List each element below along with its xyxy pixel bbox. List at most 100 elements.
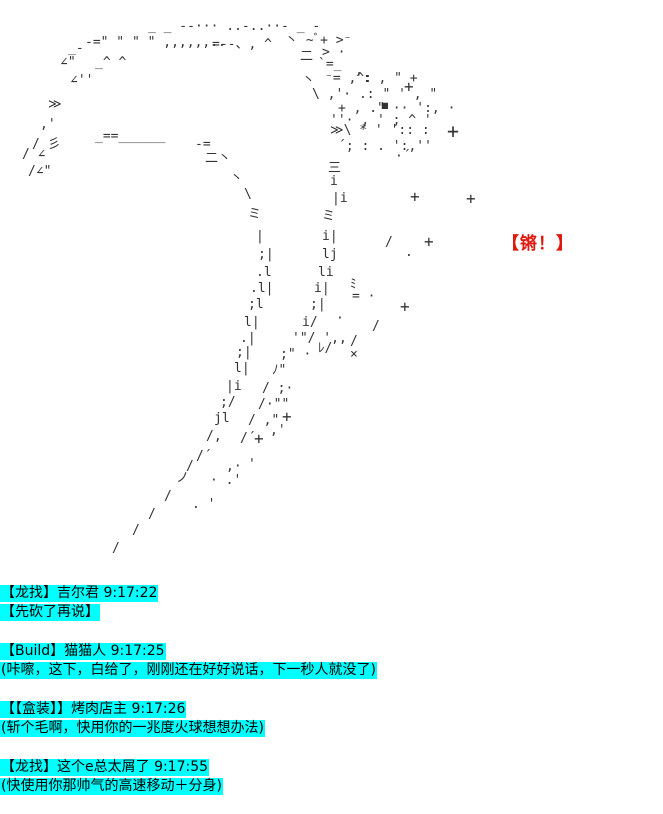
svg-text:': , " +: ': , " +	[355, 71, 418, 86]
svg-text:ミ: ミ	[322, 209, 335, 224]
svg-text:;|: ;|	[236, 345, 252, 360]
svg-text:i|: i|	[322, 229, 338, 244]
svg-text:,': ,'	[40, 117, 56, 132]
svg-text:/: /	[132, 523, 140, 538]
svg-text:×: ×	[350, 347, 358, 362]
svg-text:丶: 丶	[302, 73, 315, 88]
message-body: (快使用你那帅气的高速移动＋分身)	[0, 778, 223, 795]
svg-text:ﾐ: ﾐ	[350, 277, 357, 292]
svg-text:ノ: ノ	[176, 471, 189, 486]
svg-text:_ _ --··· ..-..··- _ ‐: _ _ --··· ..-..··- _ ‐	[148, 19, 320, 34]
svg-text:二丶: 二丶	[205, 151, 231, 166]
svg-text:/: /	[186, 459, 194, 474]
message-header: 【龙找】吉尔君 9:17:22	[0, 585, 159, 602]
svg-text:∠": ∠"	[60, 55, 76, 70]
svg-text:`=_: `=_	[318, 57, 342, 72]
svg-text:;|: ;|	[258, 247, 274, 262]
svg-text:,': ,'	[270, 423, 286, 438]
svg-text:-=" " " " ,,,,,,..: -=" " " " ,,,,,,..	[85, 35, 226, 50]
svg-text:;l: ;l	[248, 297, 264, 312]
svg-text:ミ: ミ	[248, 207, 261, 222]
svg-text:ﾉ": ﾉ"	[272, 363, 286, 378]
svg-text:+: +	[404, 77, 414, 96]
svg-text:/ 彡: / 彡	[32, 137, 61, 152]
svg-text:.: .	[405, 245, 413, 260]
svg-text:+: +	[424, 232, 434, 251]
svg-text:\ ,'· .: " ' , ": \ ,'· .: " ' , "	[312, 87, 437, 102]
svg-text:/·"": /·""	[258, 397, 289, 412]
svg-text:': '	[248, 457, 256, 472]
svg-text:=--、, ^: =--、, ^	[212, 37, 272, 52]
svg-text:> ·: > ·	[322, 45, 345, 60]
svg-text:li: li	[318, 265, 334, 280]
message-body: (咔嚓，这下，白给了，刚刚还在好好说话，下一秒人就没了)	[0, 662, 377, 679]
svg-text:l|: l|	[244, 315, 260, 330]
svg-text:/: /	[112, 541, 120, 556]
svg-text:|i: |i	[226, 379, 242, 394]
svg-text:+ , ." ·· ':, ·: + , ." ·· ':, ·	[338, 101, 455, 116]
svg-text:ﾚ/: ﾚ/	[318, 341, 332, 356]
svg-text:·: ·	[336, 311, 344, 326]
svg-text:.|: .|	[240, 331, 256, 346]
svg-text:/∠": /∠"	[28, 164, 51, 179]
svg-text:i/: i/	[302, 315, 318, 330]
sound-effect-text: 【锵！】	[502, 234, 574, 254]
svg-text:+: +	[254, 429, 264, 448]
svg-text:· .': · .'	[210, 473, 241, 488]
svg-text:/: /	[148, 507, 156, 522]
svg-text:/´: /´	[196, 449, 212, 464]
svg-text:|: |	[256, 229, 264, 244]
ascii-art-sword-slash: _ _ --··· ..-..··- _ ‐ -=" " " " ,,,,,,.…	[22, 19, 476, 556]
svg-text:jl: jl	[214, 411, 230, 426]
svg-text:l|: l|	[234, 361, 250, 376]
svg-text:/ ;·: / ;·	[262, 381, 293, 396]
message-header: 【龙找】这个e总太屑了 9:17:55	[0, 759, 210, 776]
svg-text:''· , ' ; ^ ': ''· , ' ; ^ '	[330, 113, 432, 128]
svg-text:/: /	[350, 334, 358, 349]
svg-text:_==______: _==______	[95, 129, 166, 144]
svg-text:/: /	[385, 235, 393, 250]
svg-text:;/: ;/	[220, 395, 236, 410]
svg-text:i: i	[330, 174, 338, 189]
svg-text:.l: .l	[256, 265, 272, 280]
message-header: 【Build】猫猫人 9:17:25	[0, 643, 166, 660]
svg-text:/´: /´	[240, 431, 256, 446]
svg-text:⁻= ,^:: ⁻= ,^:	[325, 71, 372, 86]
chat-log: 【龙找】吉尔君 9:17:22 【先砍了再说】 【Build】猫猫人 9:17:…	[0, 582, 663, 814]
svg-text:+: +	[400, 297, 410, 316]
svg-text:i|: i|	[314, 281, 330, 296]
message-body: (斩个毛啊，快用你的一兆度火球想想办法)	[0, 720, 265, 737]
svg-text:_^ ^: _^ ^	[95, 55, 126, 70]
svg-text:·´: ·´	[395, 149, 411, 164]
svg-text:+: +	[410, 187, 420, 206]
svg-text:/: /	[372, 319, 380, 334]
svg-text:. ': . '	[192, 497, 215, 512]
svg-text:´; : . ':,'': ´; : . ':,''	[338, 139, 432, 154]
svg-text:_-: _-	[68, 41, 84, 56]
svg-text:;|: ;|	[310, 297, 326, 312]
chat-message: 【Build】猫猫人 9:17:25 (咔嚓，这下，白给了，刚刚还在好好说话，下…	[0, 640, 663, 679]
svg-text:+: +	[447, 119, 459, 143]
chat-message: 【龙找】这个e总太屑了 9:17:55 (快使用你那帅气的高速移动＋分身)	[0, 756, 663, 795]
chat-message: 【【盒装】】烤肉店主 9:17:26 (斩个毛啊，快用你的一兆度火球想想办法)	[0, 698, 663, 737]
svg-text:.l|: .l|	[250, 281, 273, 296]
message-header: 【【盒装】】烤肉店主 9:17:26	[0, 701, 187, 718]
svg-text:▪: ▪	[380, 95, 390, 114]
svg-text:≫: ≫	[48, 97, 62, 112]
svg-text:'"/ ',,: '"/ ',,	[292, 331, 347, 346]
svg-text:+: +	[466, 189, 476, 208]
svg-text:/ ,": / ,"	[248, 413, 279, 428]
svg-text:∠'': ∠''	[70, 73, 93, 88]
svg-text:;" ·: ;" ·	[280, 347, 311, 362]
svg-text:/,: /,	[206, 429, 222, 444]
svg-text:-=: -=	[195, 137, 211, 152]
svg-text:\: \	[244, 187, 252, 202]
svg-text:/: /	[164, 489, 172, 504]
svg-text:丶 ~ﾞ+ >⁻: 丶 ~ﾞ+ >⁻	[285, 33, 351, 48]
svg-text:,·: ,·	[226, 459, 242, 474]
svg-text:三: 三	[328, 161, 341, 176]
svg-text:= ·: = ·	[352, 289, 375, 304]
svg-text:lj: lj	[322, 247, 338, 262]
svg-text:|i: |i	[332, 191, 348, 206]
chat-message: 【龙找】吉尔君 9:17:22 【先砍了再说】	[0, 582, 663, 621]
